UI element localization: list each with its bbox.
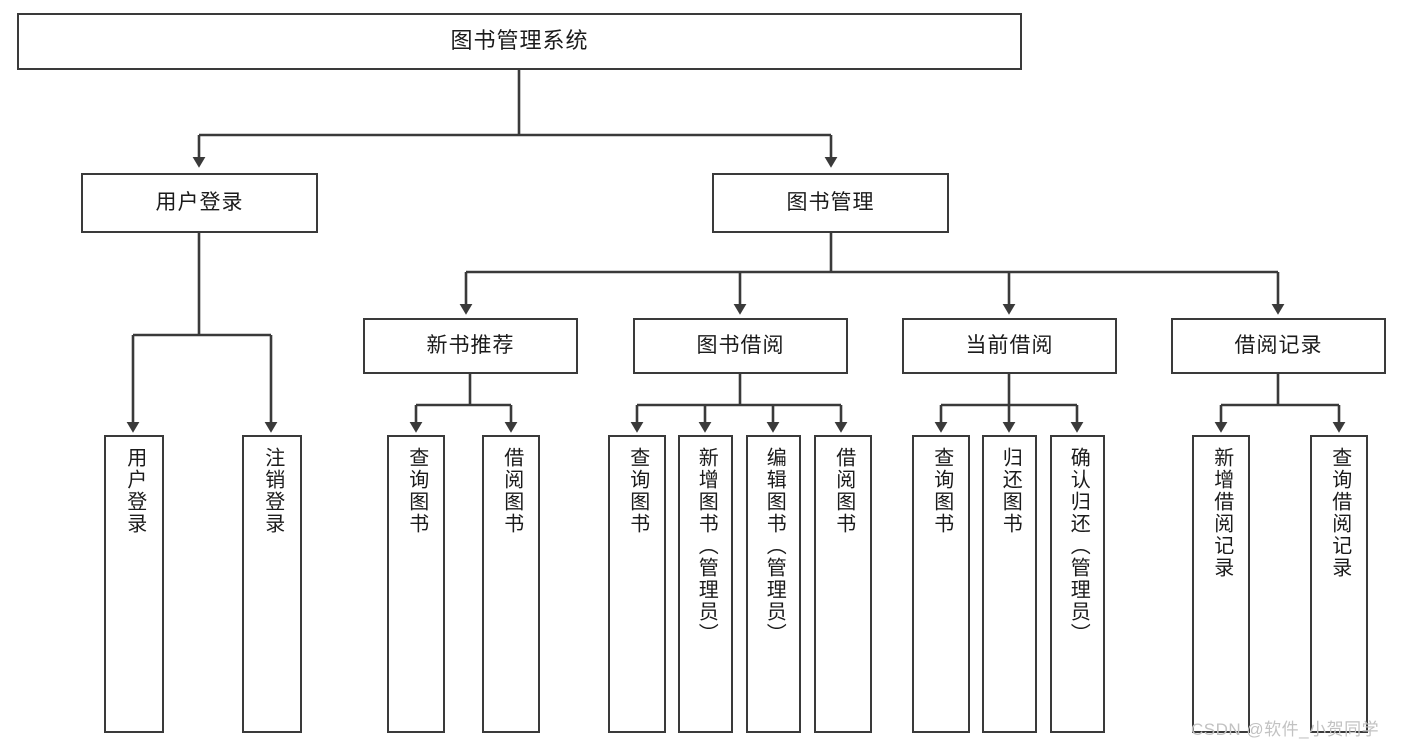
leaf-label: 编辑图书（管理员） xyxy=(763,447,786,645)
leaf-label: 查询借阅记录 xyxy=(1328,447,1351,579)
leaf-label: 用户登录 xyxy=(123,447,146,535)
leaf-book-borrow-edit[interactable]: 编辑图书（管理员） xyxy=(746,435,801,733)
leaf-book-borrow-borrow[interactable]: 借阅图书 xyxy=(814,435,872,733)
leaf-new-book-borrow[interactable]: 借阅图书 xyxy=(482,435,540,733)
leaf-user-login-login[interactable]: 用户登录 xyxy=(104,435,164,733)
node-book-borrow-label: 图书借阅 xyxy=(696,334,785,358)
leaf-current-borrow-confirm[interactable]: 确认归还（管理员） xyxy=(1050,435,1105,733)
leaf-borrow-record-add[interactable]: 新增借阅记录 xyxy=(1192,435,1250,733)
node-current-borrow[interactable]: 当前借阅 xyxy=(902,318,1117,374)
node-root[interactable]: 图书管理系统 xyxy=(17,13,1022,70)
leaf-label: 查询图书 xyxy=(626,447,649,535)
node-new-book-recommend-label: 新书推荐 xyxy=(426,334,515,358)
node-borrow-record[interactable]: 借阅记录 xyxy=(1171,318,1386,374)
leaf-book-borrow-add[interactable]: 新增图书（管理员） xyxy=(678,435,733,733)
node-book-management[interactable]: 图书管理 xyxy=(712,173,949,233)
node-new-book-recommend[interactable]: 新书推荐 xyxy=(363,318,578,374)
leaf-label: 借阅图书 xyxy=(832,447,855,535)
leaf-borrow-record-query[interactable]: 查询借阅记录 xyxy=(1310,435,1368,733)
leaf-label: 新增图书（管理员） xyxy=(695,447,718,645)
node-user-login-label: 用户登录 xyxy=(155,191,244,215)
node-current-borrow-label: 当前借阅 xyxy=(965,334,1054,358)
leaf-label: 确认归还（管理员） xyxy=(1067,447,1090,645)
leaf-new-book-query[interactable]: 查询图书 xyxy=(387,435,445,733)
leaf-label: 查询图书 xyxy=(930,447,953,535)
watermark: CSDN @软件_小贺同学 xyxy=(1191,720,1380,739)
node-user-login[interactable]: 用户登录 xyxy=(81,173,318,233)
leaf-book-borrow-query[interactable]: 查询图书 xyxy=(608,435,666,733)
leaf-current-borrow-return[interactable]: 归还图书 xyxy=(982,435,1037,733)
leaf-label: 查询图书 xyxy=(405,447,428,535)
leaf-current-borrow-query[interactable]: 查询图书 xyxy=(912,435,970,733)
leaf-label: 归还图书 xyxy=(999,447,1022,535)
leaf-user-login-logout[interactable]: 注销登录 xyxy=(242,435,302,733)
leaf-label: 新增借阅记录 xyxy=(1210,447,1233,579)
node-book-borrow[interactable]: 图书借阅 xyxy=(633,318,848,374)
leaf-label: 借阅图书 xyxy=(500,447,523,535)
node-root-label: 图书管理系统 xyxy=(450,28,589,54)
node-borrow-record-label: 借阅记录 xyxy=(1234,334,1323,358)
leaf-label: 注销登录 xyxy=(261,447,284,535)
node-book-management-label: 图书管理 xyxy=(786,191,875,215)
